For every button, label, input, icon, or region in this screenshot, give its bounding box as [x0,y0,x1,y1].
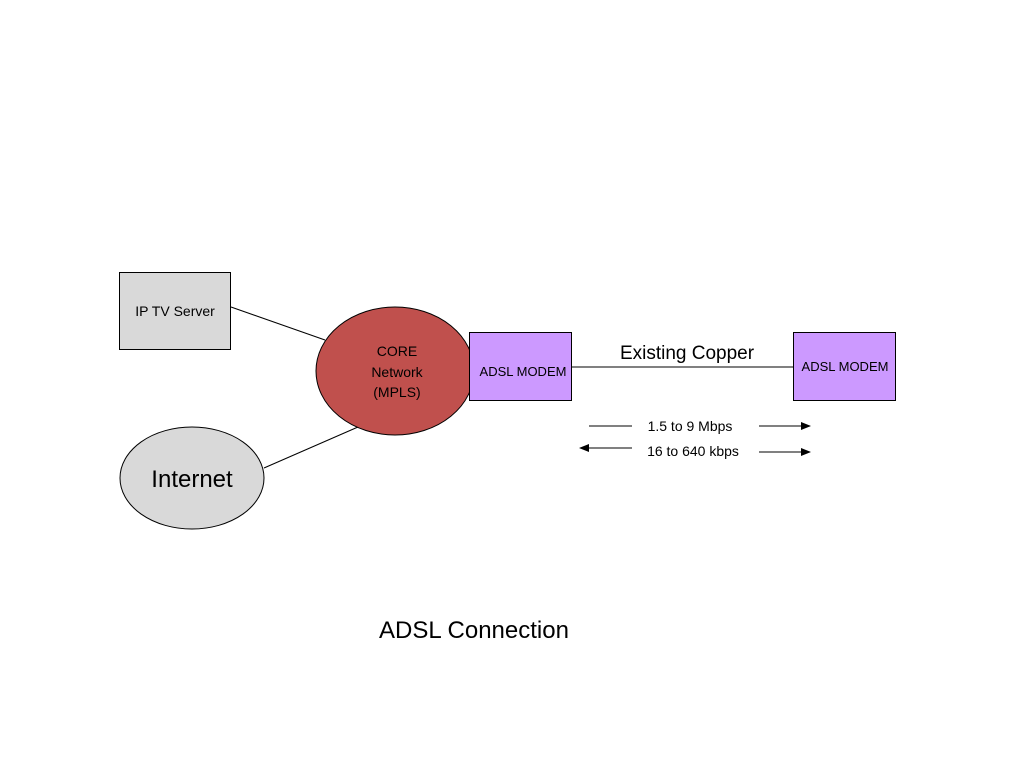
copper-link-label: Existing Copper [620,343,755,364]
downstream-rate-label: 1.5 to 9 Mbps [648,418,733,434]
adsl-modem-left-box [469,332,572,401]
upstream-rate-label: 16 to 640 kbps [647,443,739,459]
downstream-rate-row: 1.5 to 9 Mbps [589,418,811,434]
adsl-modem-left-node: ADSL MODEM [469,332,572,401]
iptv-server-box [119,272,231,350]
internet-node: Internet [119,426,265,530]
core-network-label-line1: CORE [377,343,417,359]
core-network-label-line3: (MPLS) [373,384,420,400]
adsl-modem-right-box [793,332,896,401]
upstream-rate-row: 16 to 640 kbps [579,443,811,459]
core-network-label-line2: Network [371,364,423,380]
internet-to-core-link [263,426,359,469]
iptv-server-label: IP TV Server [135,303,215,319]
adsl-modem-right-label: ADSL MODEM [802,359,889,374]
internet-ellipse [119,426,265,530]
adsl-modem-right-node: ADSL MODEM [793,332,896,401]
iptv-to-core-link [230,306,326,341]
internet-label: Internet [151,466,233,493]
core-network-node: CORE Network (MPLS) [315,306,475,436]
diagram-title: ADSL Connection [379,617,569,644]
adsl-modem-left-label: ADSL MODEM [480,364,567,379]
iptv-server-node: IP TV Server [119,272,231,350]
